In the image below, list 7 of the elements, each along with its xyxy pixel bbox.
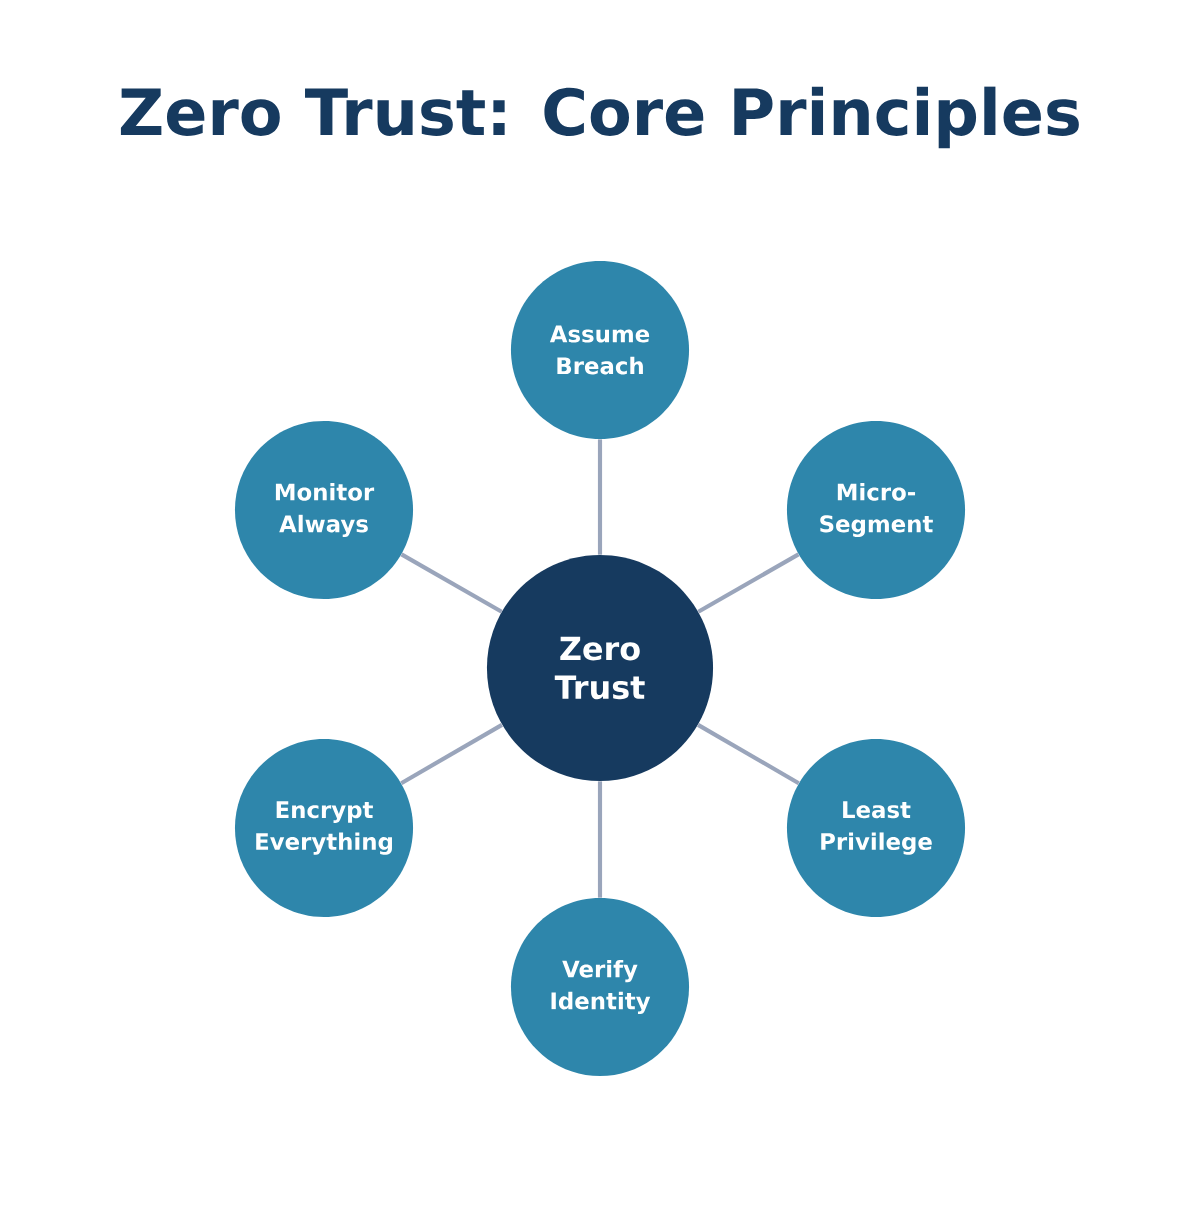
connector-line (400, 552, 503, 614)
connector-line (697, 723, 800, 785)
connector-line (697, 552, 800, 614)
connector-line (597, 439, 603, 555)
connector-line (597, 781, 603, 898)
connector-line (400, 723, 503, 785)
title: Zero Trust: Core Principles (120, 86, 1079, 149)
